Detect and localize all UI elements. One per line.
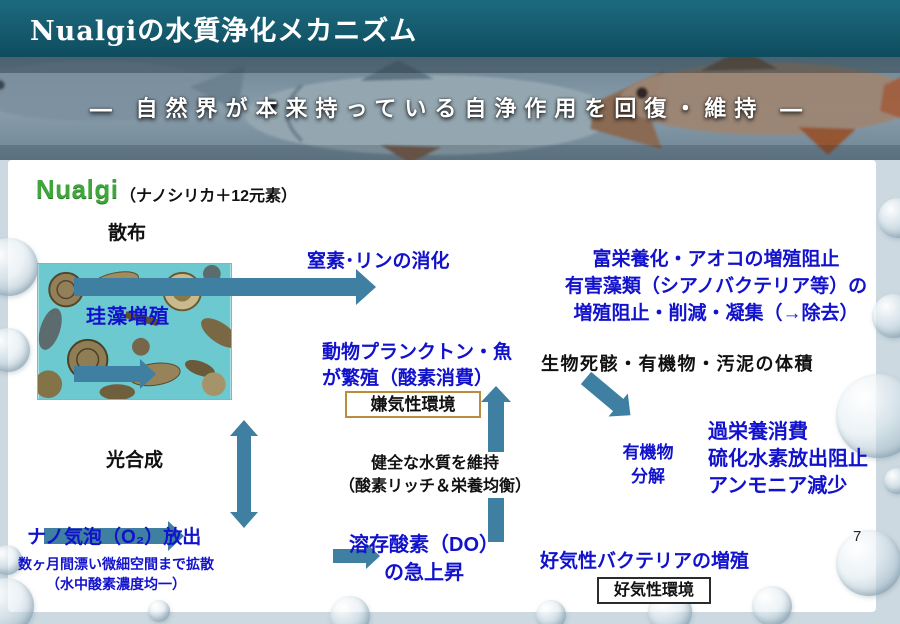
nualgi-logo: Nualgi — [36, 174, 119, 204]
anaerobic-environment-box: 嫌気性環境 — [345, 391, 481, 418]
arrow-nanobubble-right — [44, 521, 184, 551]
fish-left — [0, 61, 245, 121]
nano-bubble-release-label: ナノ気泡（O₂）放出 — [27, 527, 202, 548]
zooplankton-fish-text: 動物プランクトン・魚 が繁殖（酸素消費） — [322, 342, 513, 389]
bubble — [330, 596, 370, 624]
diffusion-note: 数ヶ月間漂い微細空間まで拡散 （水中酸素濃度均一） — [18, 556, 214, 592]
slide-title: Nualgiの水質浄化メカニズム — [30, 16, 418, 47]
aerobic-environment-box: 好気性環境 — [597, 577, 711, 604]
bubble — [884, 468, 900, 494]
title-bar: Nualgiの水質浄化メカニズム — [0, 0, 900, 57]
organic-decomposition-label: 有機物 分解 — [622, 443, 674, 486]
photosynthesis-label: 光合成 — [106, 450, 164, 471]
bubble — [536, 600, 566, 624]
logo-subtitle: （ナノシリカ＋12元素） — [120, 188, 297, 205]
fish-photo-banner: ― 自然界が本来持っている自浄作用を回復・維持 ― — [0, 57, 900, 160]
nitrogen-digestion-label: 窒素･リンの消化 — [307, 251, 450, 272]
arrow-zooplankton-right — [74, 359, 156, 389]
bubble — [872, 294, 900, 338]
bubble — [836, 374, 900, 458]
healthy-water-text: 健全な水質を維持 （酸素リッチ＆栄養均衡） — [328, 452, 542, 498]
dissolved-oxygen-text: 溶存酸素（DO） の急上昇 — [349, 534, 499, 584]
bubble — [752, 586, 792, 624]
overnutrition-text: 過栄養消費 硫化水素放出阻止 アンモニア減少 — [708, 421, 868, 497]
eutrophication-prevention-text: 富栄養化・アオコの増殖阻止 有害藻類（シアノバクテリア等）の 増殖阻止・削減・凝… — [564, 249, 868, 324]
spray-label: 散布 — [108, 223, 147, 244]
fish-photo-image — [0, 57, 900, 160]
arrow-do-anaerobic-double — [230, 420, 258, 528]
arrow-do-bacteria-right — [333, 543, 380, 569]
fish-right — [620, 57, 900, 155]
arrow-debris-diagonal — [580, 371, 631, 417]
page-number: 7 — [853, 528, 862, 545]
arrow-nitrogen-right — [74, 269, 376, 305]
bubble — [836, 530, 900, 596]
debris-volume-text: 生物死骸・有機物・汚泥の体積 — [541, 354, 814, 374]
banner-caption: ― 自然界が本来持っている自浄作用を回復・維持 ― — [89, 96, 811, 122]
bubble — [0, 545, 22, 575]
bubble — [878, 198, 900, 238]
diatom-growth-label: 珪藻増殖 — [86, 306, 170, 328]
bubble — [148, 600, 170, 622]
aerobic-bacteria-label: 好気性バクテリアの増殖 — [540, 551, 750, 572]
flow-arrows-layer — [44, 269, 631, 569]
